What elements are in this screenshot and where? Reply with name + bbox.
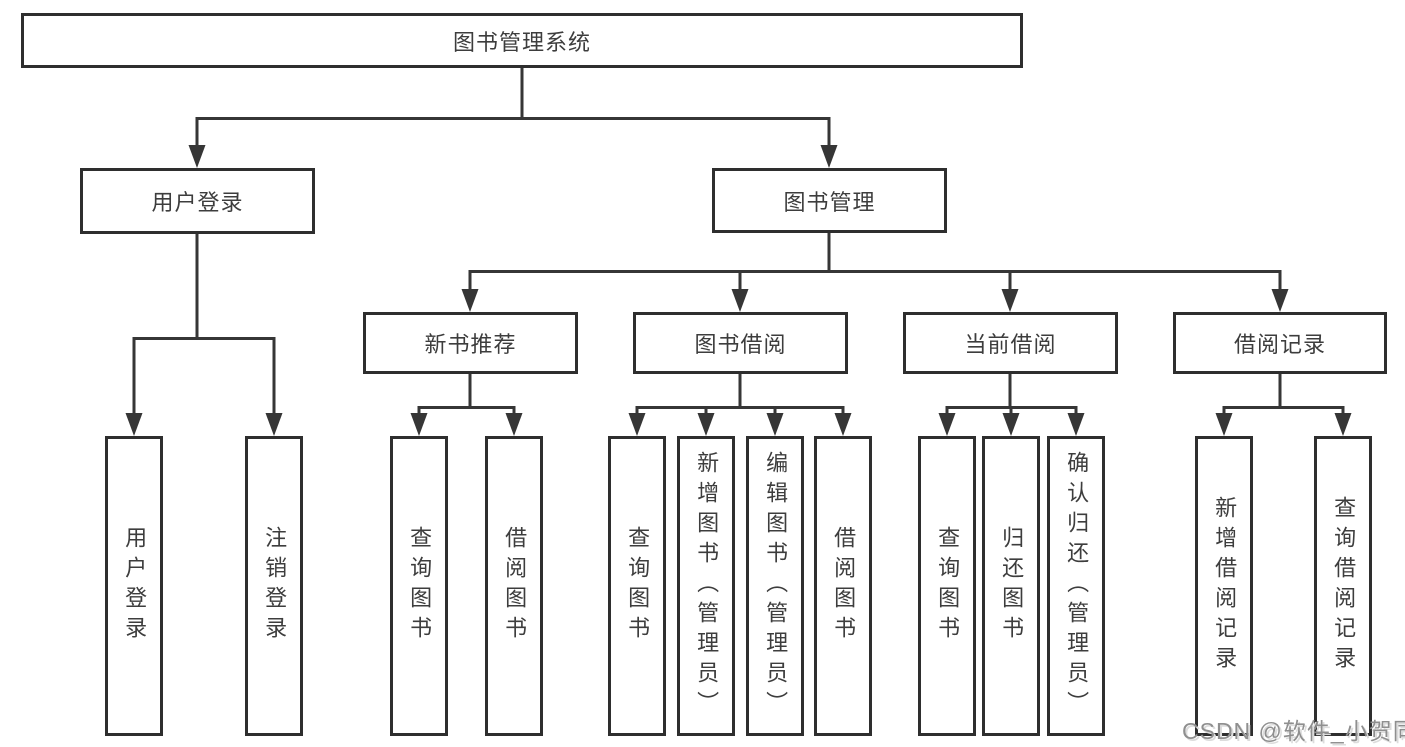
node-current-borrowing: 当前借阅 <box>903 312 1118 374</box>
node-label: 图书管理系统 <box>452 29 591 55</box>
leaf-label: 用户登录 <box>122 526 148 646</box>
leaf-label: 新增借阅记录 <box>1212 496 1238 676</box>
leaf-add-books-admin: 新增图书（管理员） <box>677 436 735 736</box>
leaf-label: 编辑图书（管理员） <box>763 451 789 721</box>
node-new-book-recommendation: 新书推荐 <box>363 312 578 374</box>
arrowheads-newrec-leaves <box>410 413 523 436</box>
leaf-label: 查询图书 <box>407 526 433 646</box>
connector-records-to-leaves <box>1222 374 1345 415</box>
leaf-edit-books-admin: 编辑图书（管理员） <box>746 436 804 736</box>
node-user-login: 用户登录 <box>80 168 315 234</box>
connector-mgmt-to-level2 <box>468 233 1282 291</box>
leaf-label: 注销登录 <box>262 526 288 646</box>
leaf-borrow-books-newrec: 借阅图书 <box>485 436 543 736</box>
node-label: 借阅记录 <box>1233 332 1326 357</box>
leaf-query-books-borrow: 查询图书 <box>608 436 666 736</box>
arrowheads-current-leaves <box>938 413 1085 436</box>
leaf-label: 新增图书（管理员） <box>694 451 720 721</box>
leaf-label: 借阅图书 <box>831 526 857 646</box>
node-label: 新书推荐 <box>424 332 517 357</box>
node-library-management-system: 图书管理系统 <box>21 13 1023 68</box>
arrowheads-level2 <box>461 289 1289 312</box>
arrowheads-level1 <box>188 145 838 168</box>
leaf-label: 查询图书 <box>935 526 961 646</box>
node-label: 当前借阅 <box>964 332 1057 357</box>
leaf-query-books-newrec: 查询图书 <box>390 436 448 736</box>
connector-newrec-to-leaves <box>417 374 516 415</box>
node-book-management: 图书管理 <box>712 168 947 233</box>
leaf-label: 查询图书 <box>625 526 651 646</box>
leaf-label: 确认归还（管理员） <box>1064 451 1090 721</box>
arrowheads-borrow-leaves <box>628 413 852 436</box>
leaf-label: 查询借阅记录 <box>1331 496 1357 676</box>
leaf-confirm-return-admin: 确认归还（管理员） <box>1047 436 1105 736</box>
node-book-borrowing: 图书借阅 <box>633 312 848 374</box>
connector-borrow-to-leaves <box>635 374 845 415</box>
node-borrowing-records: 借阅记录 <box>1173 312 1387 374</box>
leaf-return-books: 归还图书 <box>982 436 1040 736</box>
node-label: 图书管理 <box>783 189 876 215</box>
connector-login-to-leaves <box>132 234 276 415</box>
connector-current-to-leaves <box>945 374 1078 415</box>
arrowheads-login-leaves <box>125 413 283 436</box>
leaf-logout: 注销登录 <box>245 436 303 736</box>
connector-root-to-level1 <box>195 68 831 147</box>
leaf-borrow-books: 借阅图书 <box>814 436 872 736</box>
csdn-watermark: CSDN @软件_小贺同学 <box>1182 718 1405 744</box>
arrowheads-records-leaves <box>1215 413 1352 436</box>
node-label: 用户登录 <box>151 190 244 215</box>
leaf-label: 借阅图书 <box>502 526 528 646</box>
leaf-query-books-current: 查询图书 <box>918 436 976 736</box>
leaf-label: 归还图书 <box>999 526 1025 646</box>
node-label: 图书借阅 <box>694 332 787 357</box>
leaf-query-borrow-record: 查询借阅记录 <box>1314 436 1372 736</box>
leaf-user-login: 用户登录 <box>105 436 163 736</box>
leaf-add-borrow-record: 新增借阅记录 <box>1195 436 1253 736</box>
